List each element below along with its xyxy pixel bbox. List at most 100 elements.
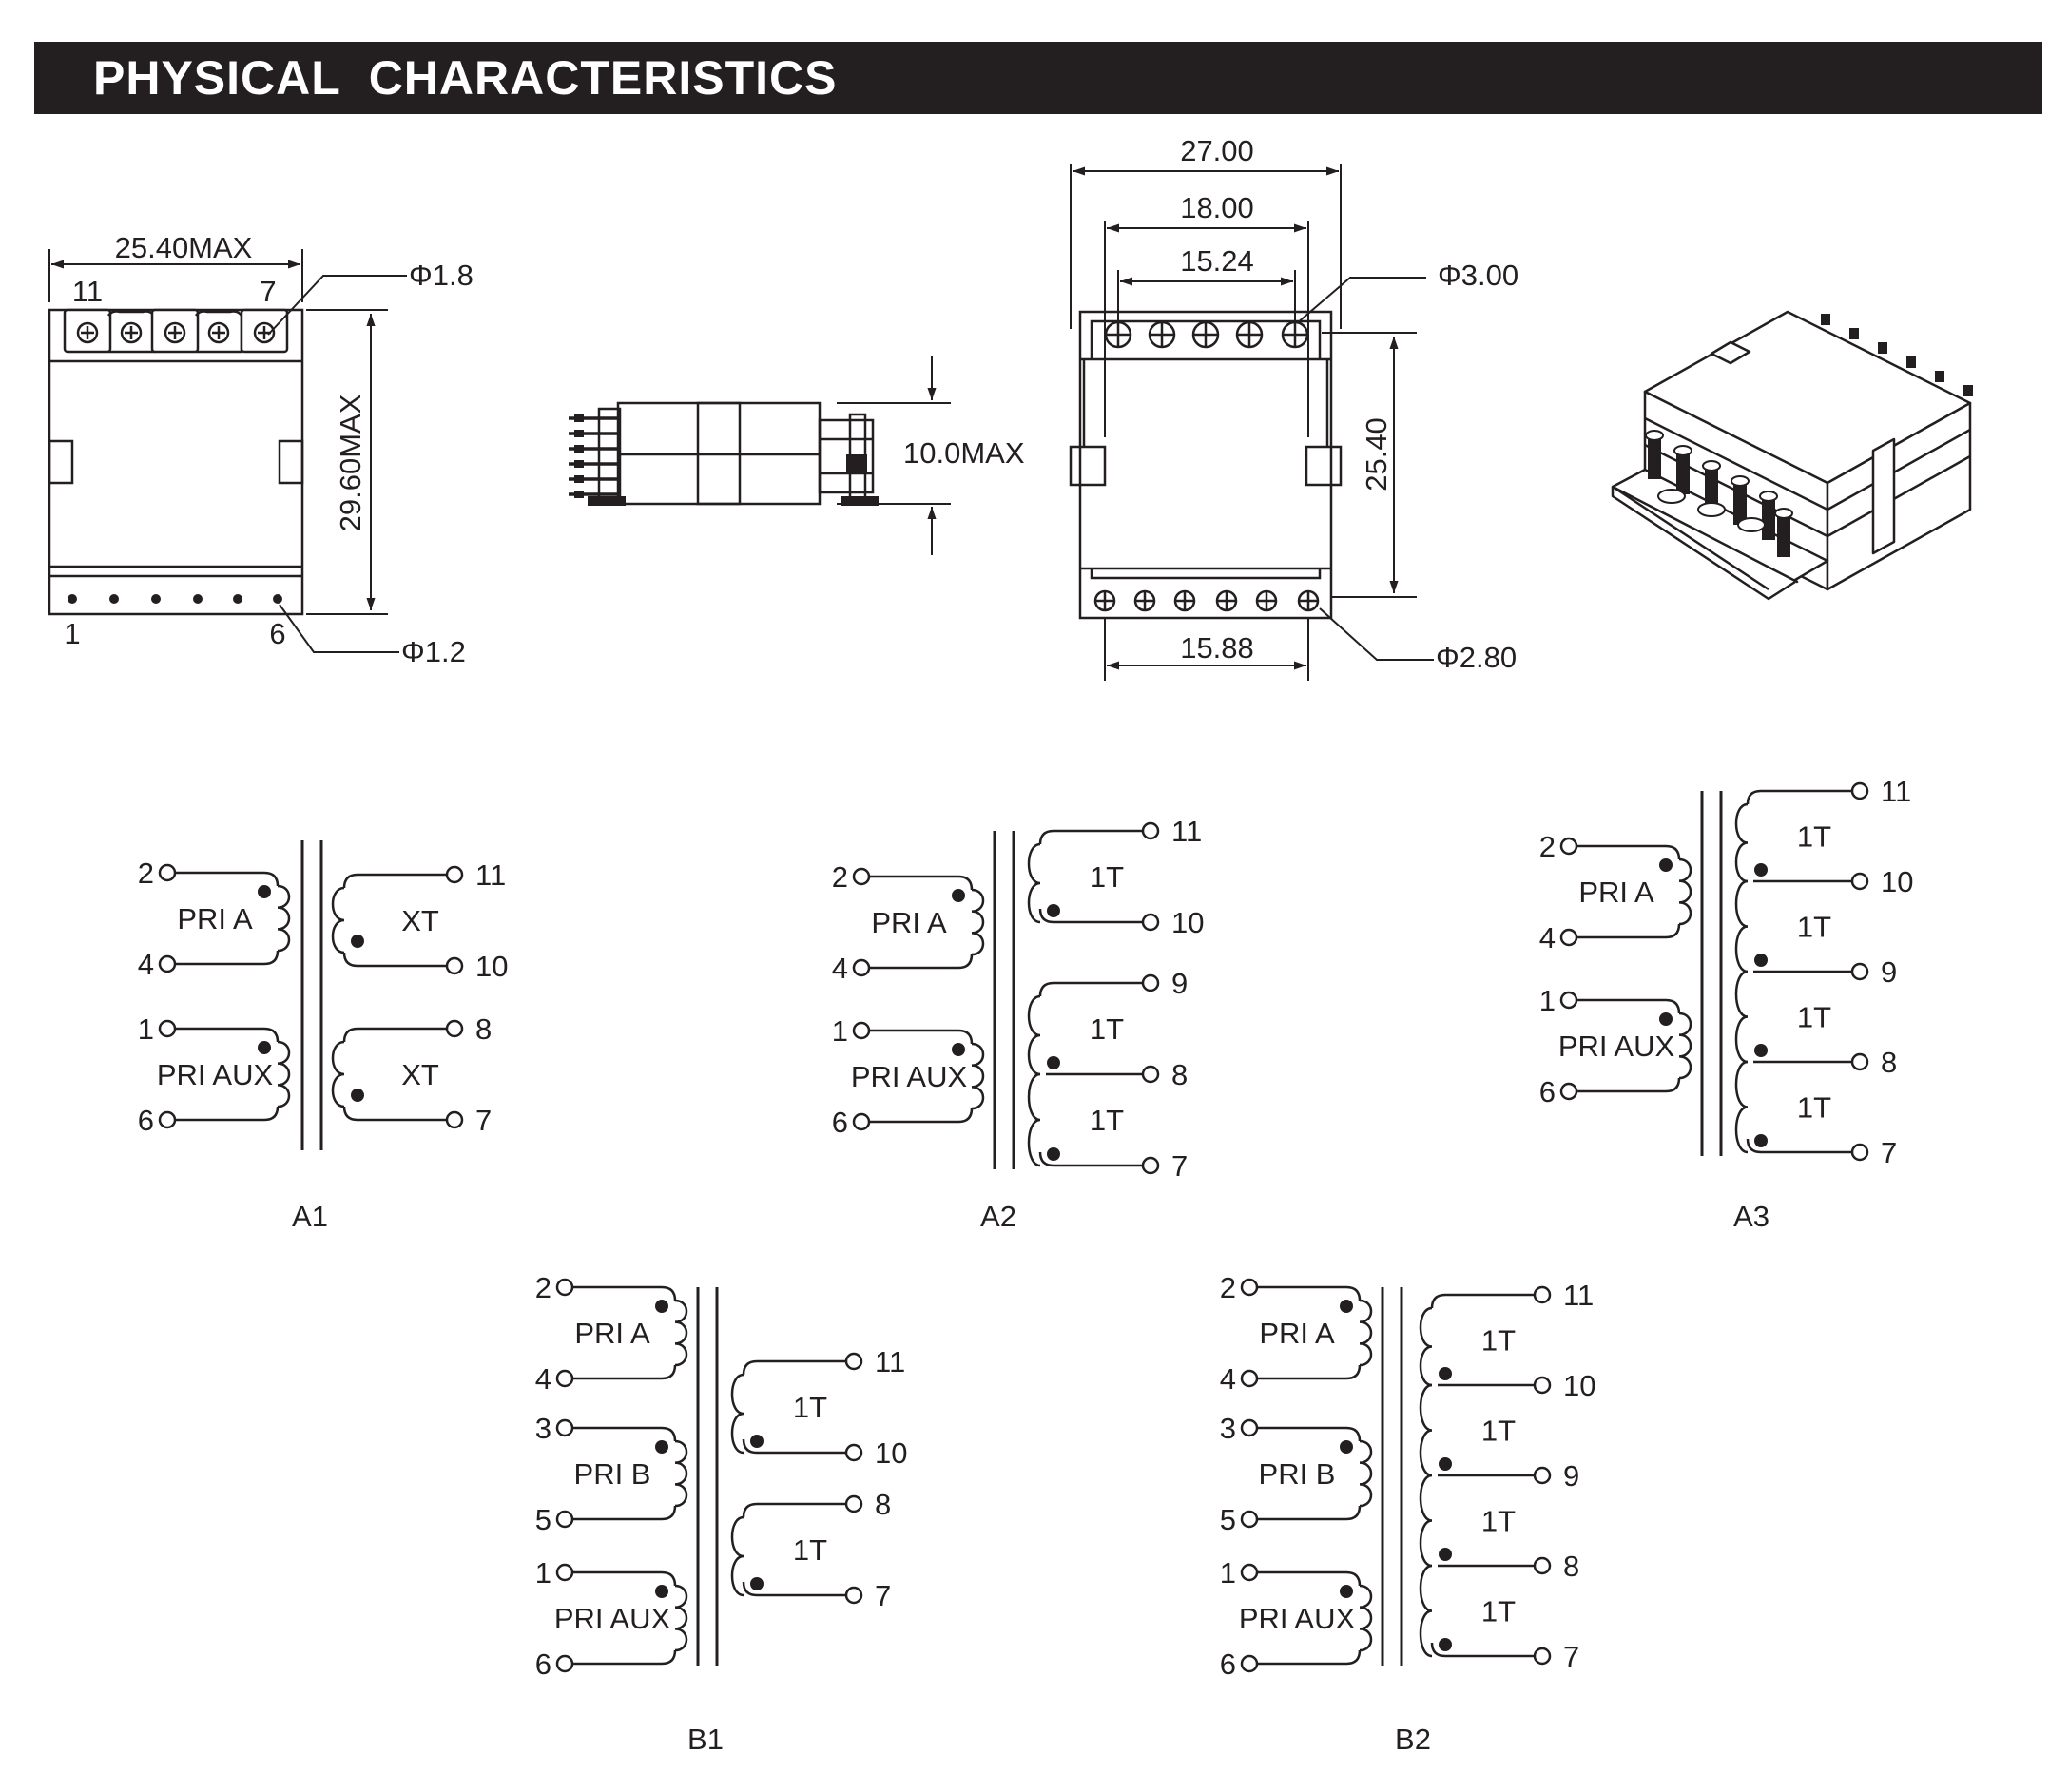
- primary-pin-terminal: [852, 1021, 871, 1040]
- secondary-winding: [1734, 802, 1749, 883]
- secondary-pin-label: 11: [875, 1345, 905, 1378]
- secondary-pin-terminal: [1141, 973, 1160, 992]
- primary-pin-label: 2: [1220, 1271, 1236, 1304]
- side-view-lead-tip: [574, 445, 584, 453]
- primary-pin-terminal: [555, 1278, 574, 1297]
- primary-pin-label: 2: [1539, 830, 1556, 863]
- polarity-dot: [1659, 1012, 1673, 1026]
- primary-pin-label: 5: [1220, 1503, 1236, 1536]
- primary-pin-terminal: [1559, 837, 1578, 856]
- isometric-view-drawing: [1611, 310, 1973, 601]
- primary-pin-terminal: [555, 1418, 574, 1437]
- secondary-winding: [1027, 1072, 1041, 1167]
- isometric-top-pin: [1963, 385, 1973, 396]
- primary-lead-bend: [957, 875, 974, 891]
- isometric-top-pin: [1878, 342, 1887, 354]
- secondary-pin-label: 8: [475, 1012, 492, 1046]
- footprint-bottom-pads: [1093, 589, 1320, 612]
- primary-pin-label: 6: [832, 1106, 848, 1139]
- primary-lead-bend: [263, 871, 280, 887]
- primary-pin-label: 4: [1220, 1362, 1236, 1396]
- primary-pin-terminal: [1240, 1563, 1259, 1582]
- primary-winding: [1359, 1299, 1373, 1367]
- secondary-lead: [1746, 789, 1852, 805]
- top-view-pin-6: 6: [269, 617, 285, 650]
- polarity-dot: [1754, 954, 1768, 967]
- secondary-winding: [331, 886, 345, 954]
- secondary-pin-terminal: [844, 1586, 863, 1605]
- primary-winding: [277, 884, 291, 953]
- primary-pin-label: 3: [535, 1412, 551, 1445]
- side-view-lead-tip: [574, 475, 584, 483]
- footprint-top-pad-cross: [1193, 322, 1218, 347]
- footprint-top-pad-cross: [1106, 322, 1131, 347]
- secondary-winding-label: 1T: [1481, 1505, 1516, 1538]
- primary-pin-terminal: [1559, 991, 1578, 1010]
- polarity-dot: [258, 1041, 271, 1054]
- isometric-front-pin: [1705, 466, 1718, 510]
- polarity-dot: [1340, 1585, 1353, 1598]
- secondary-winding: [1027, 994, 1041, 1076]
- polarity-dot: [952, 889, 965, 902]
- top-view-bottom-pins: [68, 594, 282, 604]
- top-view-pin-cross: [81, 326, 94, 339]
- primary-winding-label: PRI A: [574, 1317, 650, 1350]
- secondary-winding-label: 1T: [1090, 1012, 1124, 1046]
- primary-lead-bend: [957, 954, 974, 970]
- secondary-pin-terminal: [1850, 872, 1869, 891]
- primary-pin-label: 2: [832, 860, 848, 894]
- secondary-pin-terminal: [844, 1443, 863, 1462]
- primary-lead-bend: [263, 1106, 280, 1122]
- primary-pin-terminal: [1240, 1510, 1259, 1529]
- secondary-winding-label: 1T: [1481, 1415, 1516, 1448]
- polarity-dot: [1439, 1548, 1452, 1561]
- top-view-bottom-pin: [273, 594, 282, 604]
- primary-lead-bend: [661, 1570, 677, 1587]
- polarity-dot: [750, 1435, 764, 1448]
- polarity-dot: [1659, 858, 1673, 872]
- secondary-lead: [1430, 1642, 1535, 1658]
- secondary-lead: [1746, 1138, 1852, 1154]
- primary-pin-terminal: [158, 1019, 177, 1038]
- primary-pin-terminal: [852, 867, 871, 886]
- secondary-pin-label: 7: [1881, 1136, 1897, 1169]
- primary-lead-bend: [1345, 1505, 1362, 1521]
- schematic-caption: A2: [980, 1200, 1016, 1233]
- primary-lead-bend: [263, 950, 280, 966]
- polarity-dot: [655, 1300, 668, 1313]
- polarity-dot: [1439, 1367, 1452, 1380]
- primary-pin-label: 4: [1539, 921, 1556, 954]
- isometric-view-pins: [1645, 314, 1973, 557]
- secondary-lead: [1038, 1151, 1143, 1167]
- secondary-pin-label: 11: [1881, 775, 1911, 808]
- secondary-pin-terminal: [445, 1110, 464, 1129]
- primary-winding: [971, 1042, 985, 1110]
- footprint-dim-overall: 27.00: [1180, 134, 1254, 167]
- primary-lead-bend: [661, 1505, 677, 1521]
- isometric-front-pin-cap: [1774, 508, 1793, 519]
- secondary-winding: [1419, 1564, 1433, 1658]
- secondary-pin-label: 9: [1563, 1459, 1579, 1493]
- footprint-dim-vertical: 25.40: [1360, 417, 1393, 491]
- isometric-front-pin: [1676, 451, 1690, 494]
- primary-pin-label: 3: [1220, 1412, 1236, 1445]
- footprint-bottom-pad-cross: [1135, 591, 1154, 610]
- footprint-top-pads: [1104, 320, 1309, 349]
- section-header-bar: PHYSICAL CHARACTERISTICS: [34, 42, 2042, 114]
- top-view-pin-cross: [212, 326, 225, 339]
- secondary-pin-terminal: [1141, 1065, 1160, 1084]
- secondary-lead: [742, 1438, 846, 1455]
- secondary-pin-terminal: [1533, 1466, 1552, 1485]
- polarity-dot: [1047, 1147, 1060, 1161]
- polarity-dot: [1439, 1638, 1452, 1651]
- isometric-front-pin: [1777, 513, 1790, 557]
- primary-pin-label: 1: [138, 1012, 154, 1046]
- secondary-pin-label: 10: [475, 950, 508, 983]
- side-view-lead-tip: [574, 491, 584, 498]
- primary-pin-label: 4: [138, 948, 154, 981]
- footprint-top-pad-cross: [1283, 322, 1307, 347]
- isometric-front-pad: [1697, 502, 1726, 517]
